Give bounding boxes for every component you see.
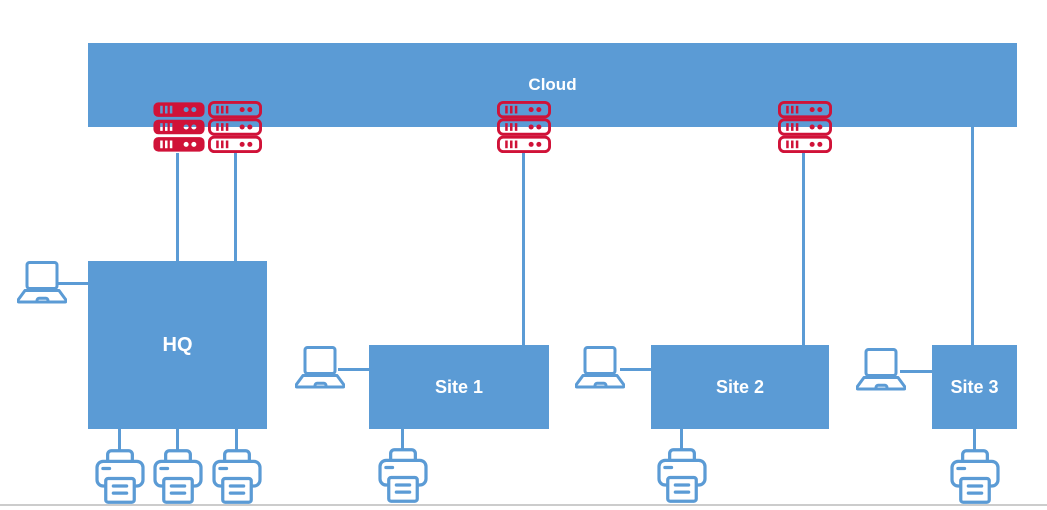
server-stack-filled-icon <box>152 100 206 154</box>
site1-node: Site 1 <box>369 345 549 429</box>
laptop-icon <box>575 346 625 389</box>
connector-hq-printer-2 <box>176 429 179 453</box>
cloud-label: Cloud <box>528 75 577 94</box>
printer-icon <box>657 448 707 503</box>
page-edge-divider <box>0 504 1047 506</box>
connector-laptop-site1 <box>338 368 371 371</box>
laptop-icon <box>295 346 345 389</box>
laptop-icon <box>17 261 67 304</box>
connector-laptop-hq <box>58 282 90 285</box>
site3-label: Site 3 <box>950 376 999 397</box>
connector-hq-server-1 <box>176 153 179 261</box>
printer-icon <box>95 449 145 504</box>
server-stack-outline-icon <box>208 100 262 154</box>
connector-site2-printer <box>680 429 683 451</box>
connector-site3-printer <box>973 429 976 453</box>
site2-node: Site 2 <box>651 345 829 429</box>
connector-cloud-site3 <box>971 126 974 345</box>
connector-laptop-site2 <box>620 368 653 371</box>
printer-icon <box>378 448 428 503</box>
connector-hq-server-2 <box>234 153 237 261</box>
connector-laptop-site3 <box>900 370 934 373</box>
printer-icon <box>153 449 203 504</box>
printer-icon <box>950 449 1000 504</box>
connector-hq-printer-1 <box>118 429 121 453</box>
site1-label: Site 1 <box>434 376 484 397</box>
connector-cloud-site1 <box>522 153 525 345</box>
laptop-icon <box>856 348 906 391</box>
connector-cloud-site2 <box>802 153 805 345</box>
site2-label: Site 2 <box>715 376 765 397</box>
cloud-node: Cloud <box>88 43 1017 127</box>
hq-label: HQ <box>162 333 193 356</box>
server-stack-outline-icon <box>778 100 832 154</box>
site3-node: Site 3 <box>932 345 1017 429</box>
hq-node: HQ <box>88 261 267 429</box>
server-stack-outline-icon <box>497 100 551 154</box>
connector-site1-printer <box>401 429 404 451</box>
printer-icon <box>212 449 262 504</box>
connector-hq-printer-3 <box>235 429 238 453</box>
